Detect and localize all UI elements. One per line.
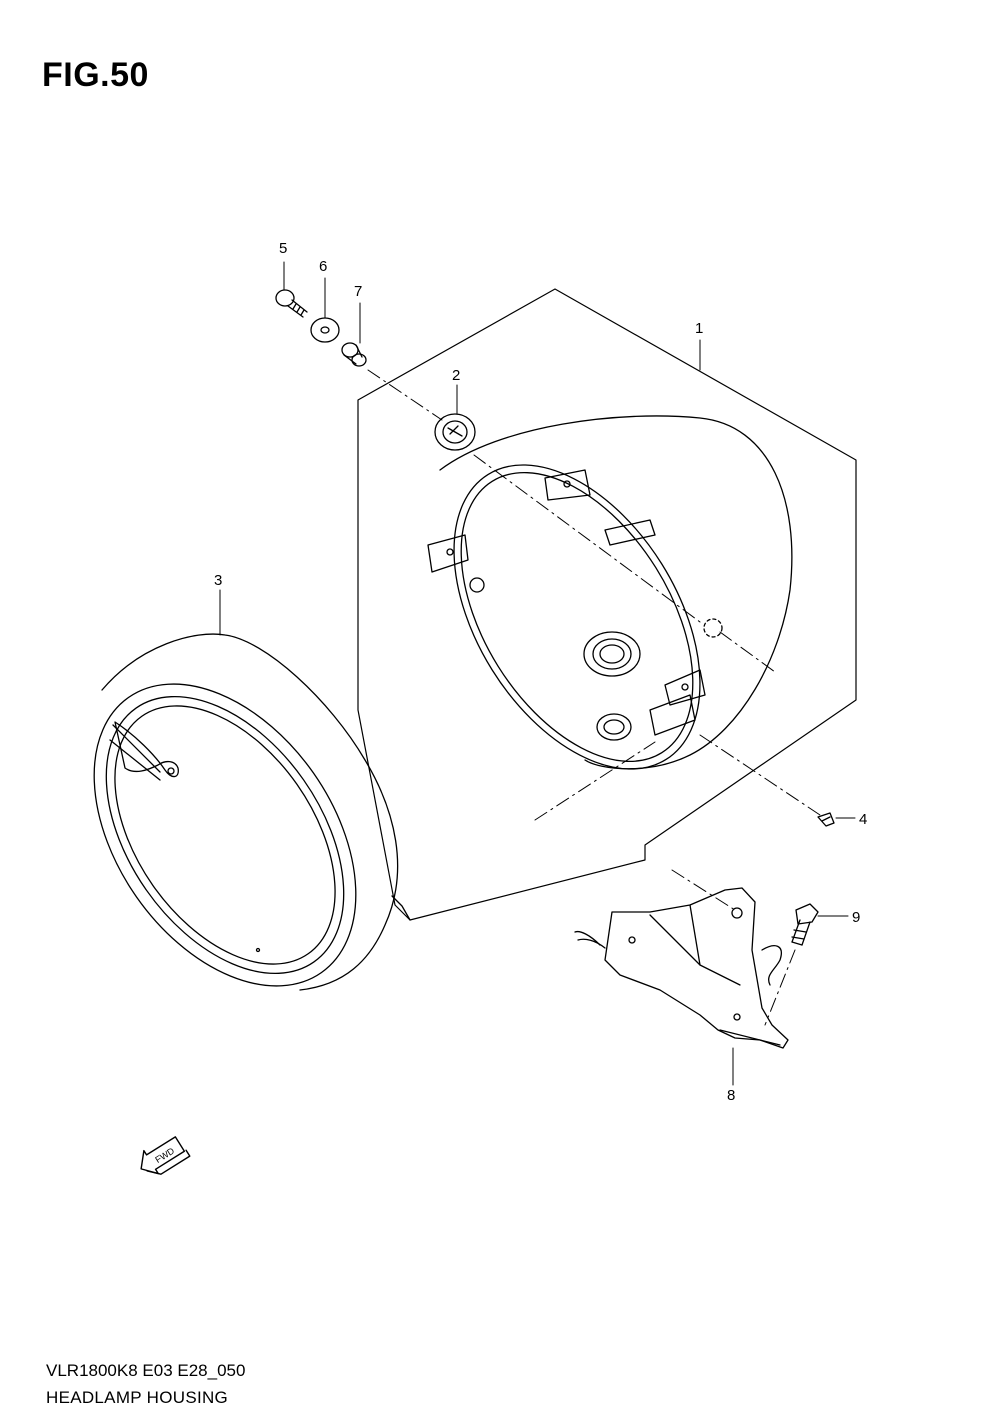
flange-bolt (791, 903, 819, 946)
figure-name: HEADLAMP HOUSING (46, 1388, 229, 1407)
headlamp-rim (93, 633, 411, 991)
assembly-group-outline (357, 288, 857, 921)
collar (341, 342, 367, 367)
assembly-guide-lines (367, 369, 821, 1026)
callout-leaders (219, 261, 856, 1086)
headlamp-bracket (574, 887, 789, 1049)
callout-9: 9 (852, 909, 860, 926)
callout-1: 1 (695, 320, 703, 337)
callout-5: 5 (279, 240, 287, 257)
model-code: VLR1800K8 E03 E28_050 (46, 1361, 246, 1380)
headlamp-housing (427, 415, 793, 770)
screw (275, 289, 308, 318)
callout-2: 2 (452, 367, 460, 384)
callout-4: 4 (859, 811, 867, 828)
fwd-arrow-icon: FWD (140, 1136, 191, 1175)
grommet (434, 413, 476, 451)
callout-7: 7 (354, 283, 362, 300)
callout-8: 8 (727, 1087, 735, 1104)
callout-3: 3 (214, 572, 222, 589)
figure-title: FIG.50 (42, 56, 149, 94)
callout-6: 6 (319, 258, 327, 275)
washer (310, 317, 340, 343)
small-screw (817, 812, 835, 827)
